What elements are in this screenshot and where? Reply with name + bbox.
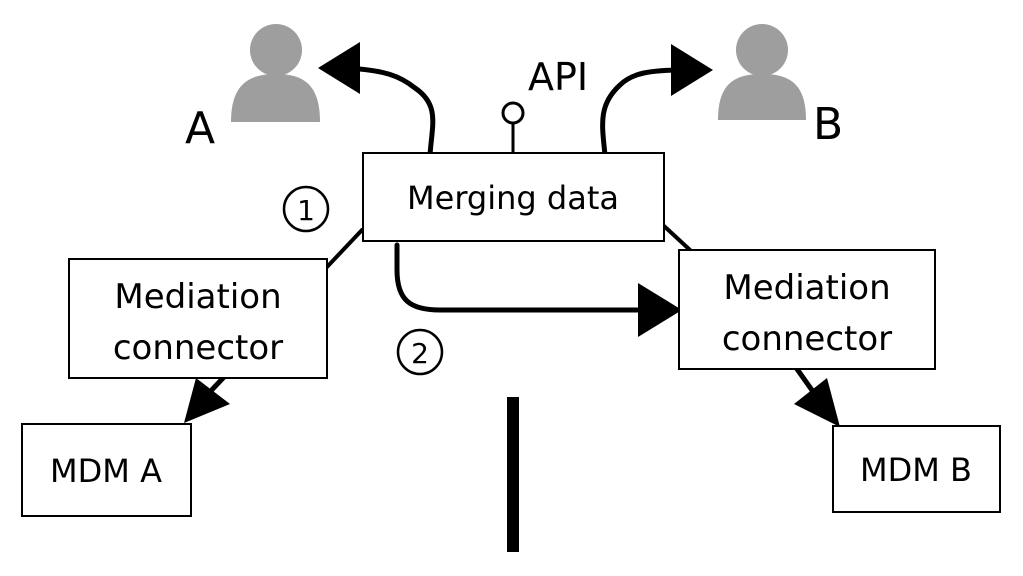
api-label: API <box>528 55 588 99</box>
mediation-left-line1: Mediation <box>114 277 281 317</box>
person-b-icon <box>718 24 806 120</box>
person-a-icon <box>231 24 320 122</box>
mediation-connector-left: Mediation connector <box>68 258 328 379</box>
step-2-badge: 2 <box>396 328 444 376</box>
edge-step-2 <box>394 242 648 313</box>
arrowhead-step-2 <box>638 283 682 337</box>
actor-b-label: B <box>813 99 843 150</box>
step-2-label: 2 <box>411 337 429 370</box>
mediation-connector-right: Mediation connector <box>678 249 936 370</box>
mdm-b-node: MDM B <box>832 425 1001 513</box>
arrowhead-to-mdm-a <box>184 378 230 423</box>
step-1-badge: 1 <box>282 185 330 233</box>
actor-a-label: A <box>185 103 215 154</box>
mdm-a-label: MDM A <box>50 452 162 490</box>
edge-merging-to-mediation-right <box>662 224 692 252</box>
mediation-right-line2: connector <box>722 319 892 359</box>
edge-merging-to-a <box>342 65 436 158</box>
merging-data-label: Merging data <box>407 179 619 217</box>
arrowhead-to-a <box>318 42 360 94</box>
merging-data-node: Merging data <box>362 152 665 242</box>
arrowhead-to-b <box>671 44 713 96</box>
mediation-left-line2: connector <box>113 328 283 368</box>
mdm-b-label: MDM B <box>860 451 972 489</box>
arrowhead-to-mdm-b <box>794 378 840 427</box>
edge-merging-to-mediation-left <box>324 228 364 270</box>
step-1-label: 1 <box>297 194 315 227</box>
edge-merging-to-b <box>600 67 688 158</box>
api-port-icon <box>501 101 525 125</box>
edge-mediation-right-to-mdm-b <box>794 366 817 396</box>
mediation-right-line1: Mediation <box>723 268 890 308</box>
mdm-a-node: MDM A <box>21 423 192 517</box>
